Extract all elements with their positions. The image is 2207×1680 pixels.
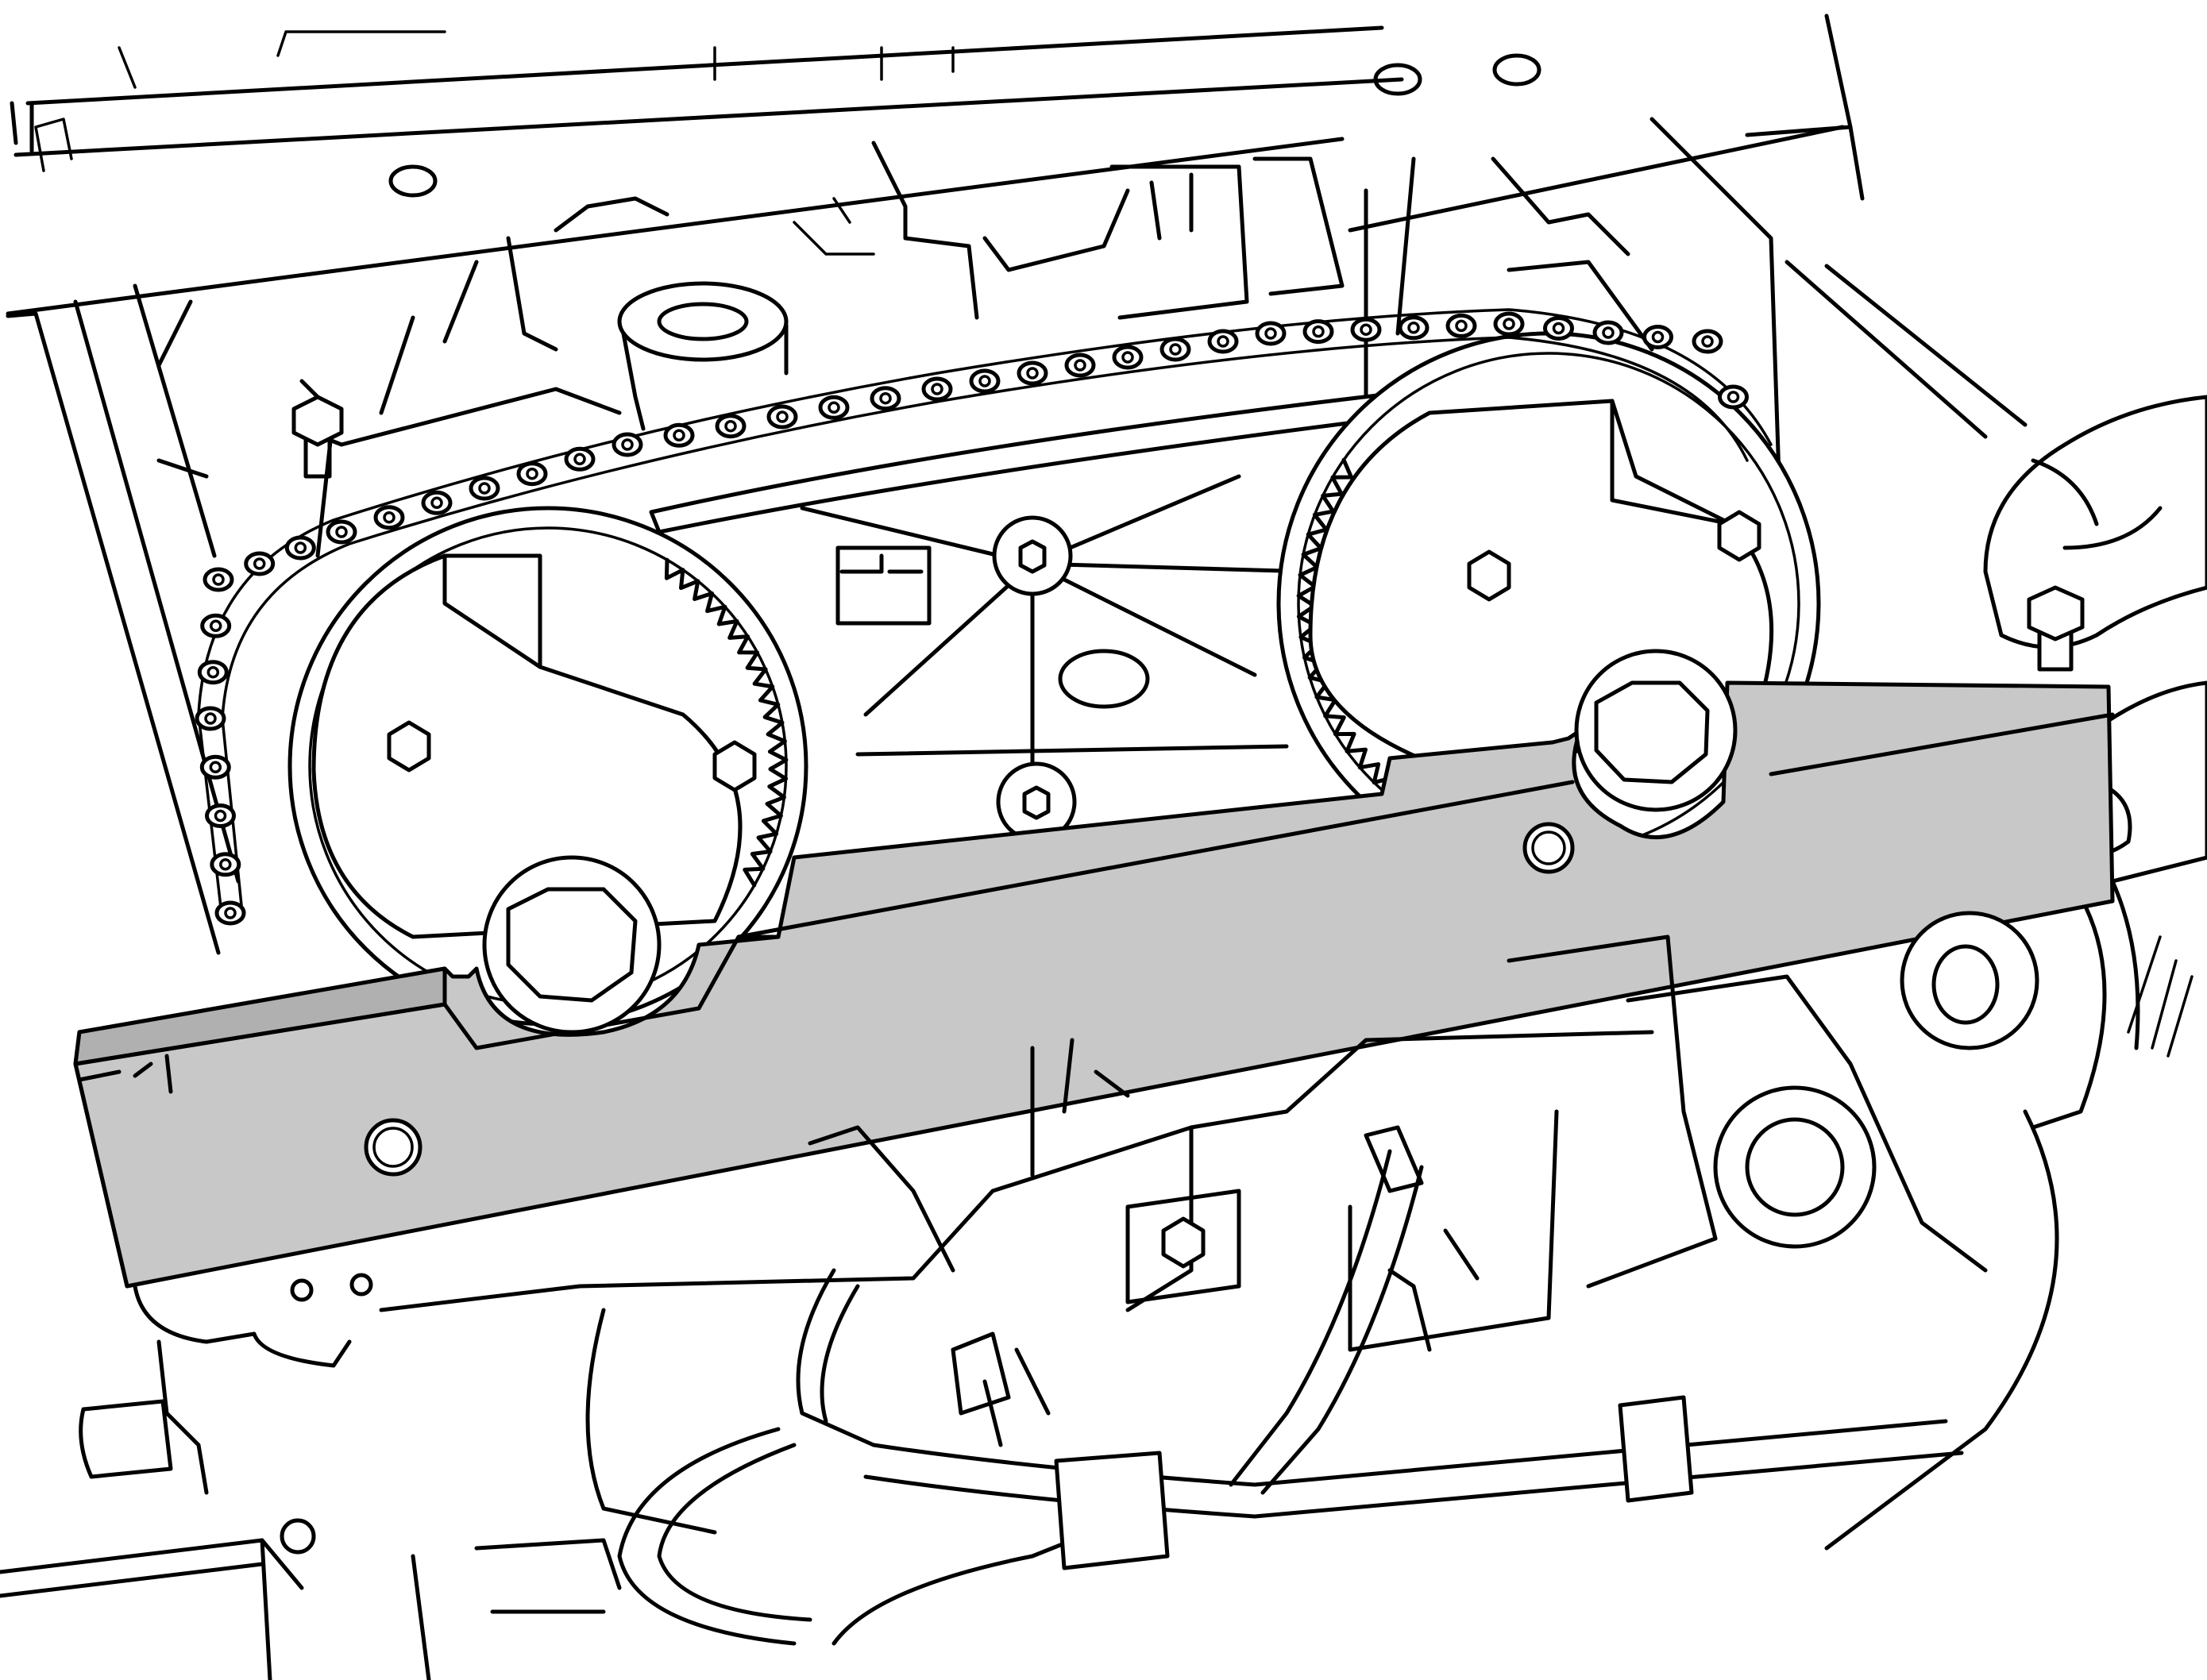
chain-link [1398,315,1430,341]
chain-link-pin [776,410,789,423]
chain-link-pin [1455,319,1468,333]
chain-link [1592,320,1624,345]
lower-bolt [1125,1189,1241,1304]
chain-link [564,446,596,472]
chain-link [1064,353,1096,378]
chain-link [969,368,1001,394]
chain-link-pin [1602,326,1615,339]
chain-link [1159,337,1191,362]
chain-link-pin [573,453,586,466]
chain-link [766,404,798,430]
chain-link [1017,360,1048,386]
chain-link [373,505,405,530]
right-sprocket-bolts [1467,510,1761,602]
chain-link [1302,319,1334,345]
chain-link [1112,345,1144,370]
chain-link-pin [526,467,538,480]
chain-link [1255,321,1287,346]
tensioner-pulley [1900,911,2039,1050]
chain-link-pin [209,619,222,633]
chain-link [421,490,453,515]
chain-link-pin [1026,367,1039,380]
chain-link [200,613,232,638]
chain-link-pin [673,429,685,442]
chain-link-pin [430,496,443,510]
chain-link-pin [1701,335,1714,348]
chain-link-pin [209,761,222,774]
chain-link-pin [1264,327,1277,340]
left-cam-sprocket [287,506,808,1027]
chain-link [214,900,246,926]
chain-link [715,414,747,439]
chain-link [1493,311,1525,337]
chain-link [197,660,229,685]
chain-link-pin [478,482,491,495]
chain-link-pin [335,526,348,538]
chain-link [326,519,357,545]
left-camshaft-bolt [482,855,662,1035]
chain-link [210,852,241,877]
chain-link-pin [1217,335,1229,348]
chain-link [1692,329,1723,354]
chain-link [663,422,695,448]
chain-link [1543,316,1574,341]
camshaft-alignment-tool [73,680,2115,1289]
head-plugs [388,53,1541,198]
right-camshaft-bolt [1574,649,1738,812]
chain-link-pin [1407,322,1420,334]
chain-link [516,461,548,487]
chain-link [203,567,234,592]
tool-end-bolt [2027,585,2085,672]
chain-link-pin [724,419,737,433]
chain-link-pin [879,391,892,405]
chain-link-pin [621,438,634,451]
timing-chain-links [195,311,1749,926]
crankshaft-snout [0,1399,622,1680]
chain-link-pin [1552,322,1565,335]
chain-link-pin [1121,351,1134,364]
chain-link [244,551,276,576]
chain-link-pin [1360,323,1372,336]
chain-link-pin [1727,391,1740,403]
wiring-harness [585,1125,1964,1646]
chain-link-pin [253,557,266,570]
chain-link-pin [219,858,232,871]
chain-link [284,535,316,561]
chain-link-pin [204,712,217,725]
chain-link-pin [294,541,307,554]
chain-link-pin [1503,318,1515,330]
chain-link [1718,384,1749,410]
chain-link-pin [206,665,220,679]
chain-link [1207,329,1239,354]
cover-center-bolts [992,515,1077,842]
upper-engine-details [156,141,1654,558]
chain-link-pin [1312,325,1325,338]
chain-link-pin [978,375,991,387]
chain-link [1350,317,1382,342]
chain-link [870,386,901,411]
chain-link [469,476,500,501]
chain-link [612,432,643,457]
chain-link-pin [1651,330,1665,344]
chain-link-pin [828,401,840,414]
chain-link [921,376,953,402]
chain-link-pin [1074,359,1086,372]
chain-link-pin [1169,343,1182,356]
chain-link [818,395,850,420]
chain-link-pin [214,809,227,823]
chain-link [1445,313,1477,338]
sensor-connector [835,545,932,626]
alignment-bar [73,680,2115,1289]
chain-link-pin [931,383,943,395]
chain-link [199,754,231,780]
chain-link-pin [212,573,225,586]
left-sprocket-bolts [387,720,757,792]
chain-link-pin [383,511,395,524]
chain-link-pin [224,907,237,919]
chain-link [205,803,236,828]
cover-bolt [291,395,344,479]
chain-link [1642,325,1673,349]
chain-link [195,706,226,731]
